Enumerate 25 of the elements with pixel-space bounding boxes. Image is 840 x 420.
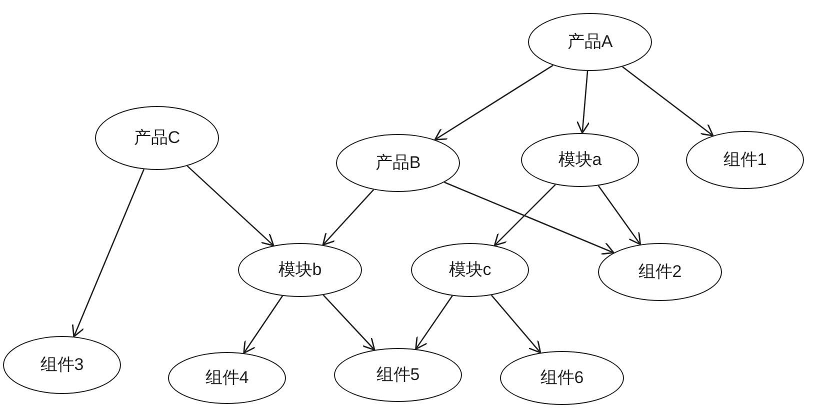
node-label: 组件6: [540, 367, 584, 390]
arrow: [322, 294, 376, 351]
node-label: 组件1: [723, 149, 767, 172]
arrow: [72, 169, 144, 338]
arrow: [622, 66, 714, 136]
arrow: [243, 296, 284, 354]
node-label: 模块a: [558, 149, 602, 172]
arrow: [494, 184, 556, 246]
arrow: [490, 294, 542, 354]
node-label: 模块c: [448, 259, 492, 282]
node-label: 产品B: [375, 152, 421, 174]
arrow: [598, 185, 642, 246]
arrow: [444, 182, 614, 255]
node-label: 产品C: [134, 127, 180, 150]
node-label: 模块b: [278, 259, 322, 282]
node-label: 产品A: [567, 31, 613, 54]
node-label: 组件3: [40, 354, 84, 376]
node-label: 组件2: [638, 261, 682, 284]
arrow: [434, 64, 554, 140]
node-label: 组件5: [376, 364, 420, 386]
arrow: [415, 295, 453, 350]
node-label: 组件4: [205, 367, 249, 390]
arrow: [322, 189, 374, 246]
arrow: [576, 70, 590, 134]
arrow: [186, 165, 274, 246]
